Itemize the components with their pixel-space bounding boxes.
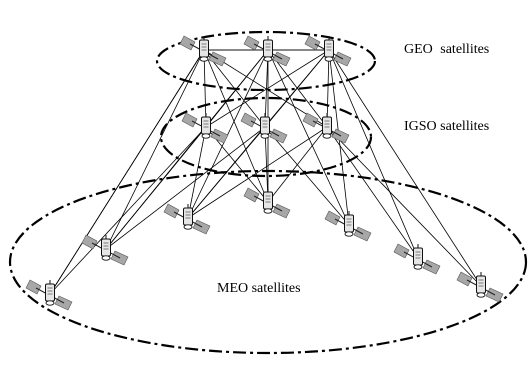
link-igso-1-meo-2	[49, 126, 207, 295]
satellite-icon	[393, 243, 441, 275]
igso-orbit	[159, 96, 373, 178]
satellite-icon	[302, 112, 350, 144]
satellite-icon	[163, 203, 211, 235]
satellite-icon	[456, 271, 504, 303]
satellites	[25, 35, 504, 311]
inter-satellite-links	[49, 49, 482, 295]
meo-orbit	[8, 169, 528, 355]
link-igso-3-meo-8	[326, 126, 482, 287]
geo-orbit	[155, 30, 377, 92]
link-igso-3-meo-5	[267, 126, 328, 203]
satellite-icon	[240, 112, 288, 144]
link-igso-2-meo-6	[264, 126, 350, 226]
link-igso-3-meo-4	[187, 126, 328, 219]
meo-label: MEO satellites	[217, 281, 301, 296]
satellite-icon	[81, 234, 129, 266]
satellite-icon	[181, 112, 229, 144]
geo-label: GEO satellites	[404, 42, 490, 57]
satellite-icon	[324, 210, 372, 242]
link-geo-3-meo-7	[328, 49, 419, 259]
igso-label: IGSO satellites	[404, 119, 490, 134]
satellite-icon	[304, 35, 352, 67]
link-geo-3-meo-8	[328, 49, 482, 287]
link-geo-2-meo-4	[187, 49, 269, 219]
link-geo-1-meo-3	[105, 49, 205, 250]
link-geo-2-meo-6	[267, 49, 350, 226]
link-geo-3-igso-1	[205, 49, 330, 128]
satellite-icon	[25, 279, 73, 311]
link-geo-1-meo-5	[203, 49, 269, 203]
satellite-icon	[179, 35, 227, 67]
satellite-icon	[243, 35, 291, 67]
link-igso-1-meo-3	[105, 126, 207, 250]
link-igso-2-meo-3	[105, 126, 266, 250]
link-igso-1-meo-4	[187, 126, 207, 219]
satellite-icon	[243, 187, 291, 219]
link-igso-3-meo-7	[326, 126, 419, 259]
link-geo-1-meo-2	[49, 49, 205, 295]
